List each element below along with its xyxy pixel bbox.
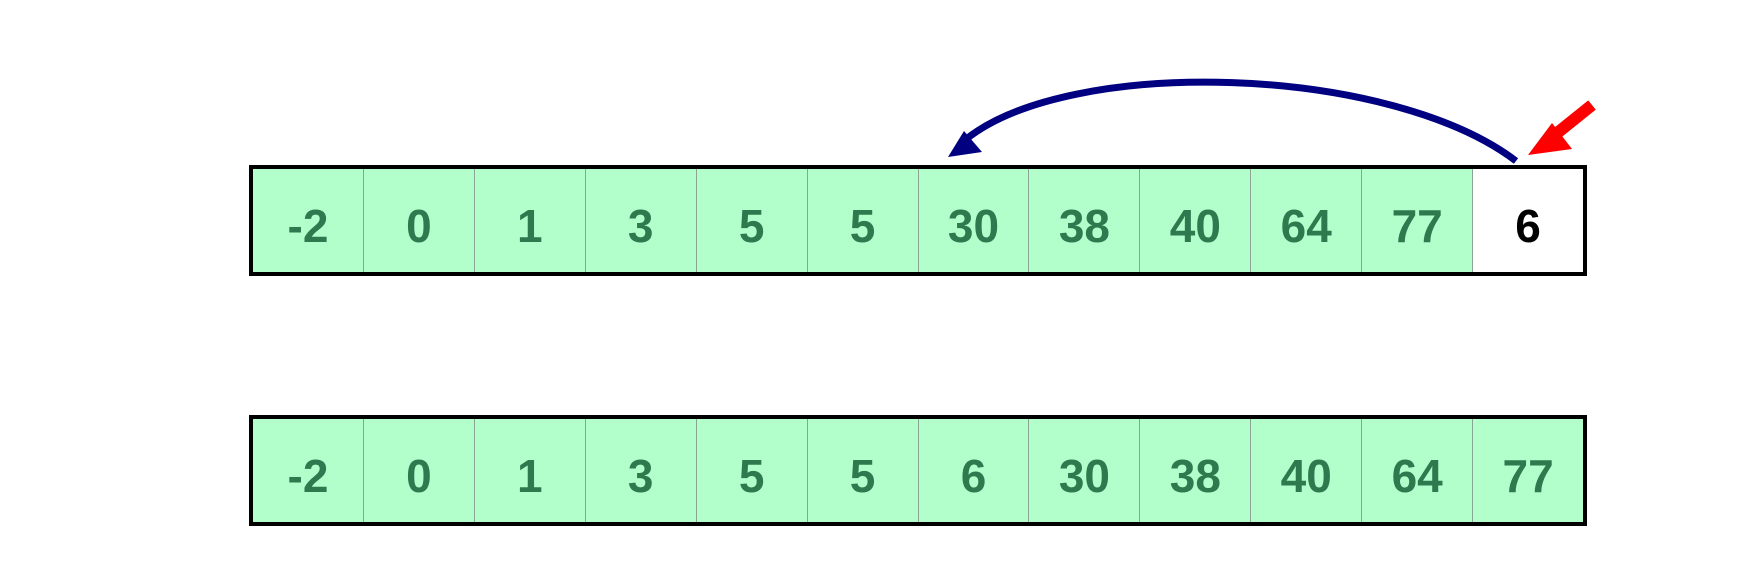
key-cell: 6	[1472, 169, 1584, 272]
array-cell: 40	[1250, 419, 1362, 522]
array-cell: 5	[806, 419, 918, 522]
array-cell: 6	[917, 419, 1029, 522]
array-cell: 1	[473, 419, 585, 522]
array-cell: 5	[806, 169, 918, 272]
array-cell: 64	[1361, 419, 1473, 522]
curved-arrow-icon	[948, 78, 1519, 164]
array-cell: 77	[1361, 169, 1473, 272]
array-cell: 0	[362, 419, 474, 522]
array-cell: 1	[473, 169, 585, 272]
array-cell: 3	[584, 169, 696, 272]
array-cell: 5	[695, 419, 807, 522]
array-cell: -2	[253, 169, 363, 272]
array-cell: 3	[584, 419, 696, 522]
array-cell: 30	[1028, 419, 1140, 522]
array-cell: 77	[1472, 419, 1584, 522]
array-cell: 64	[1250, 169, 1362, 272]
array-cell: 5	[695, 169, 807, 272]
array-before-insertion: -2 0 1 3 5 5 30 38 40 64 77 6	[249, 165, 1587, 276]
array-cell: 0	[362, 169, 474, 272]
array-cell: 38	[1139, 419, 1251, 522]
array-cell: 40	[1139, 169, 1251, 272]
array-after-insertion: -2 0 1 3 5 5 6 30 38 40 64 77	[249, 415, 1587, 526]
array-cell: 30	[917, 169, 1029, 272]
pointer-arrow-icon	[1528, 100, 1596, 155]
array-cell: 38	[1028, 169, 1140, 272]
array-cell: -2	[253, 419, 363, 522]
